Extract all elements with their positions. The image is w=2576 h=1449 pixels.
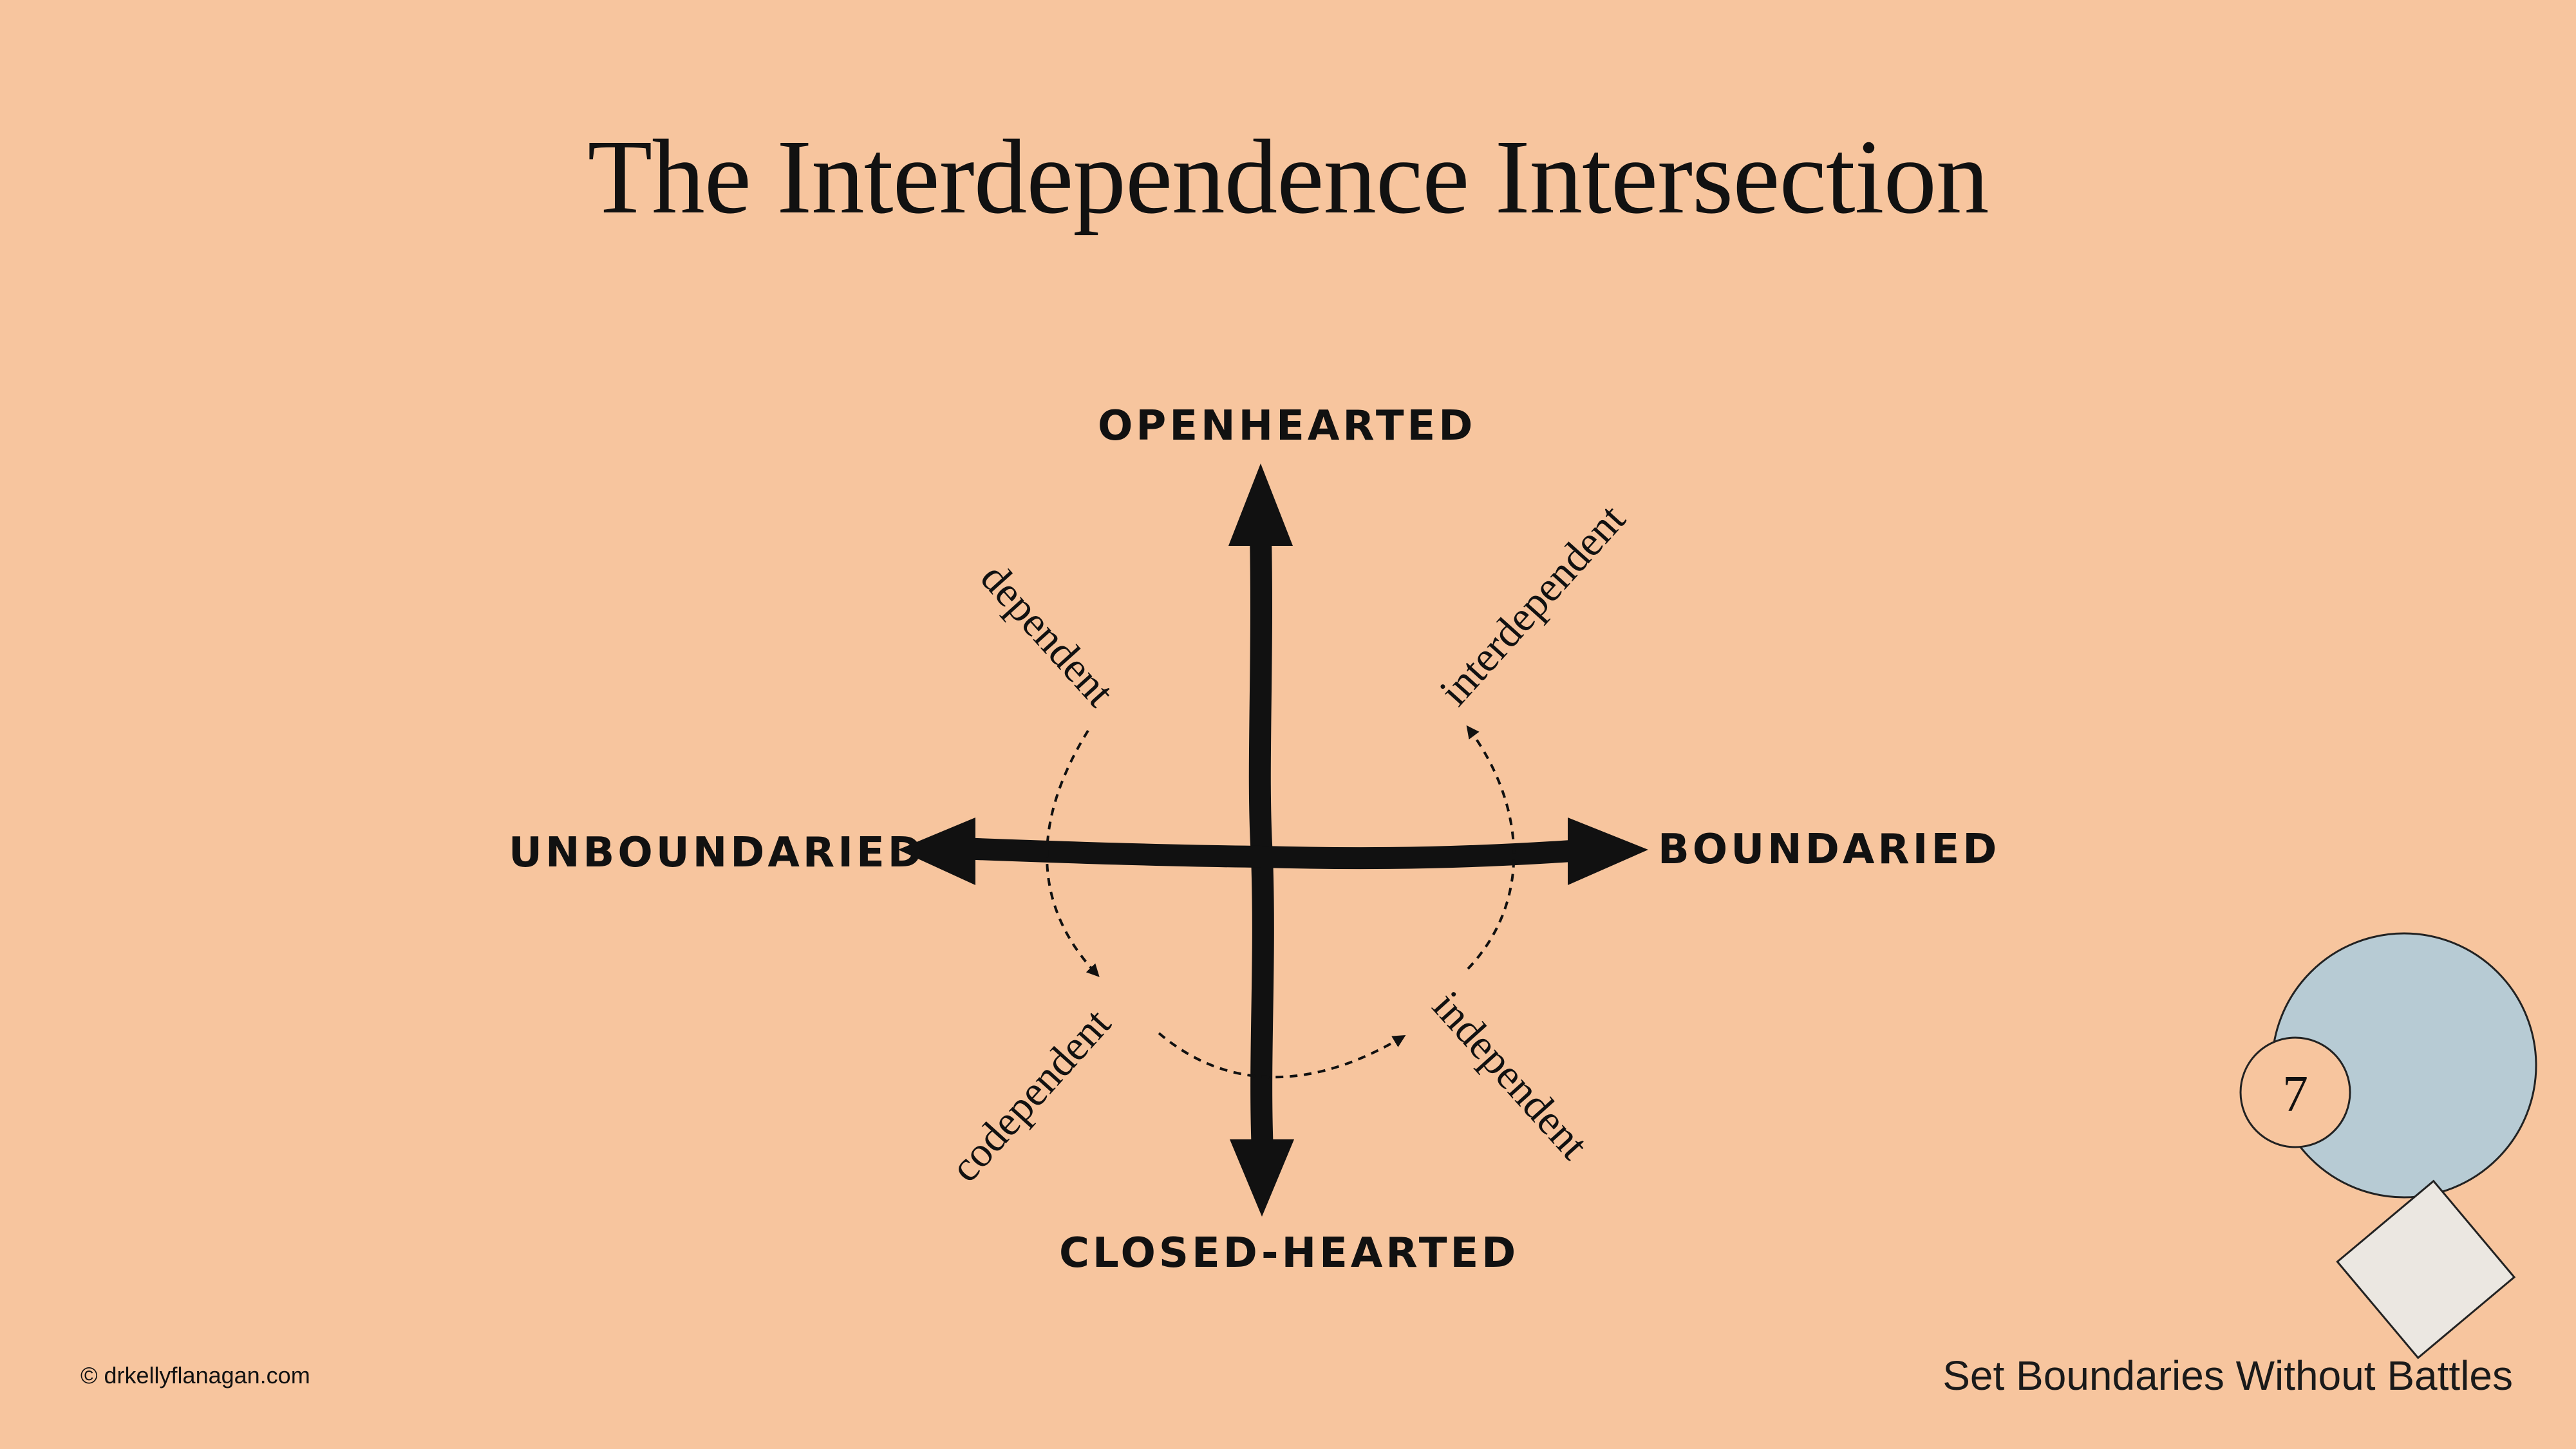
decorative-shapes: 7 <box>2239 932 2537 1360</box>
vertical-axis-arrow <box>1228 463 1294 1217</box>
horizontal-axis-arrow <box>898 818 1648 885</box>
page-number-circle <box>2239 1036 2351 1148</box>
quadrant-label-independent: independent <box>1424 982 1597 1168</box>
arrowhead-right <box>1568 818 1648 885</box>
quadrant-label-dependent: dependent <box>972 554 1123 715</box>
decorative-square <box>2336 1179 2516 1360</box>
arrowhead-up <box>1228 463 1293 546</box>
axis-label-openhearted: OPENHEARTED <box>1098 402 1476 450</box>
dashed-arrow-codependent-to-independent <box>1158 1032 1406 1079</box>
vertical-axis-line <box>1248 523 1274 1163</box>
axis-label-boundaried: BOUNDARIED <box>1658 826 2000 874</box>
horizontal-axis-line <box>948 837 1601 870</box>
arrowhead-left <box>898 818 975 885</box>
axis-label-closed-hearted: CLOSED-HEARTED <box>1059 1229 1519 1277</box>
dashed-arrow-independent-to-interdependent <box>1466 725 1516 970</box>
book-title: Set Boundaries Without Battles <box>1942 1352 2513 1399</box>
axis-label-unboundaried: UNBOUNDARIED <box>509 829 925 877</box>
quadrant-label-codependent: codependent <box>941 1000 1120 1191</box>
quadrant-label-interdependent: interdependent <box>1431 496 1635 715</box>
slide-title: The Interdependence Intersection <box>587 118 1989 236</box>
cycle-arrows <box>1046 725 1516 1079</box>
copyright-notice: © drkellyflanagan.com <box>80 1362 310 1388</box>
page-number: 7 <box>2282 1066 2308 1123</box>
arrowhead-down <box>1230 1139 1294 1217</box>
dashed-arrow-dependent-to-codependent <box>1046 729 1100 977</box>
